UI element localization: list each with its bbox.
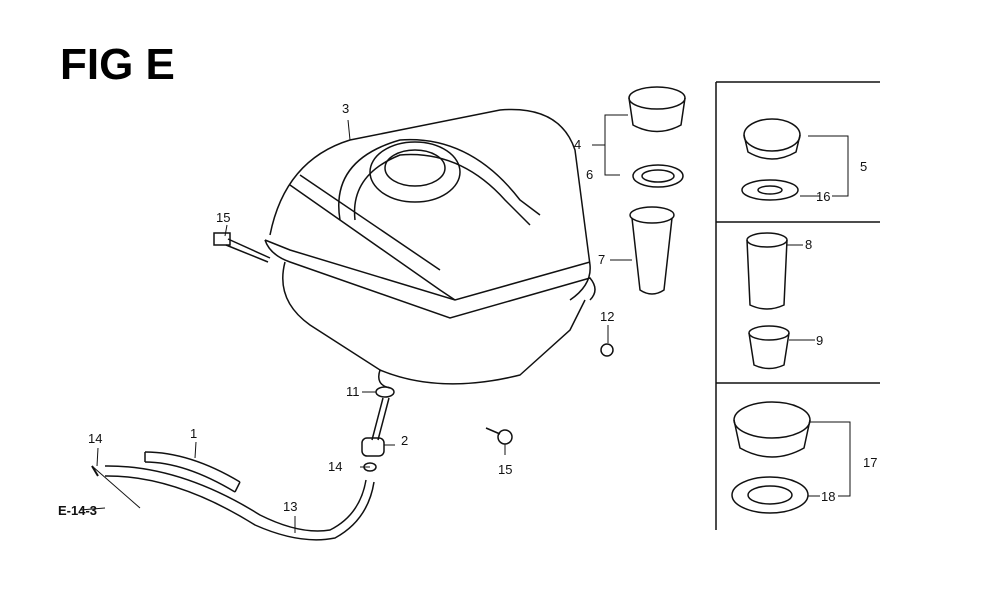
bolt-left-drawing: [213, 232, 271, 263]
callout-15-right: 15: [498, 462, 513, 477]
callout-3: 3: [342, 101, 350, 116]
fuel-tank-drawing: [264, 108, 596, 389]
callout-11: 11: [346, 384, 360, 399]
callout-2: 2: [401, 433, 409, 448]
callout-7: 7: [598, 252, 606, 267]
fuel-tube-long-drawing: [91, 465, 375, 541]
callout-8: 8: [805, 237, 813, 252]
variant-panel-borders: [715, 81, 880, 530]
callout-18: 18: [821, 489, 836, 504]
callout-5: 5: [860, 159, 868, 174]
callout-17: 17: [863, 455, 878, 470]
callout-14-left: 14: [88, 431, 103, 446]
fuel-tube-short-drawing: [144, 451, 241, 493]
fuel-cock-drawing: [361, 386, 395, 472]
cap-b-drawing: [741, 118, 801, 201]
callout-9: 9: [816, 333, 824, 348]
figure-title: FIG E: [60, 40, 175, 89]
strainer-b-drawing: [746, 232, 790, 370]
callout-4: 4: [574, 137, 582, 152]
callout-13: 13: [283, 499, 298, 514]
cap-a-drawing: [628, 86, 686, 295]
nut-drawing: [600, 343, 614, 357]
callout-6: 6: [586, 167, 594, 182]
callout-15-left: 15: [216, 210, 231, 225]
leader-lines: [79, 114, 851, 533]
callout-12: 12: [600, 309, 615, 324]
cross-reference: E-14-3: [58, 503, 98, 518]
callout-16: 16: [816, 189, 831, 204]
callout-14-right: 14: [328, 459, 343, 474]
cap-c-drawing: [731, 401, 811, 514]
bolt-right-drawing: [485, 427, 513, 445]
callout-1: 1: [190, 426, 198, 441]
